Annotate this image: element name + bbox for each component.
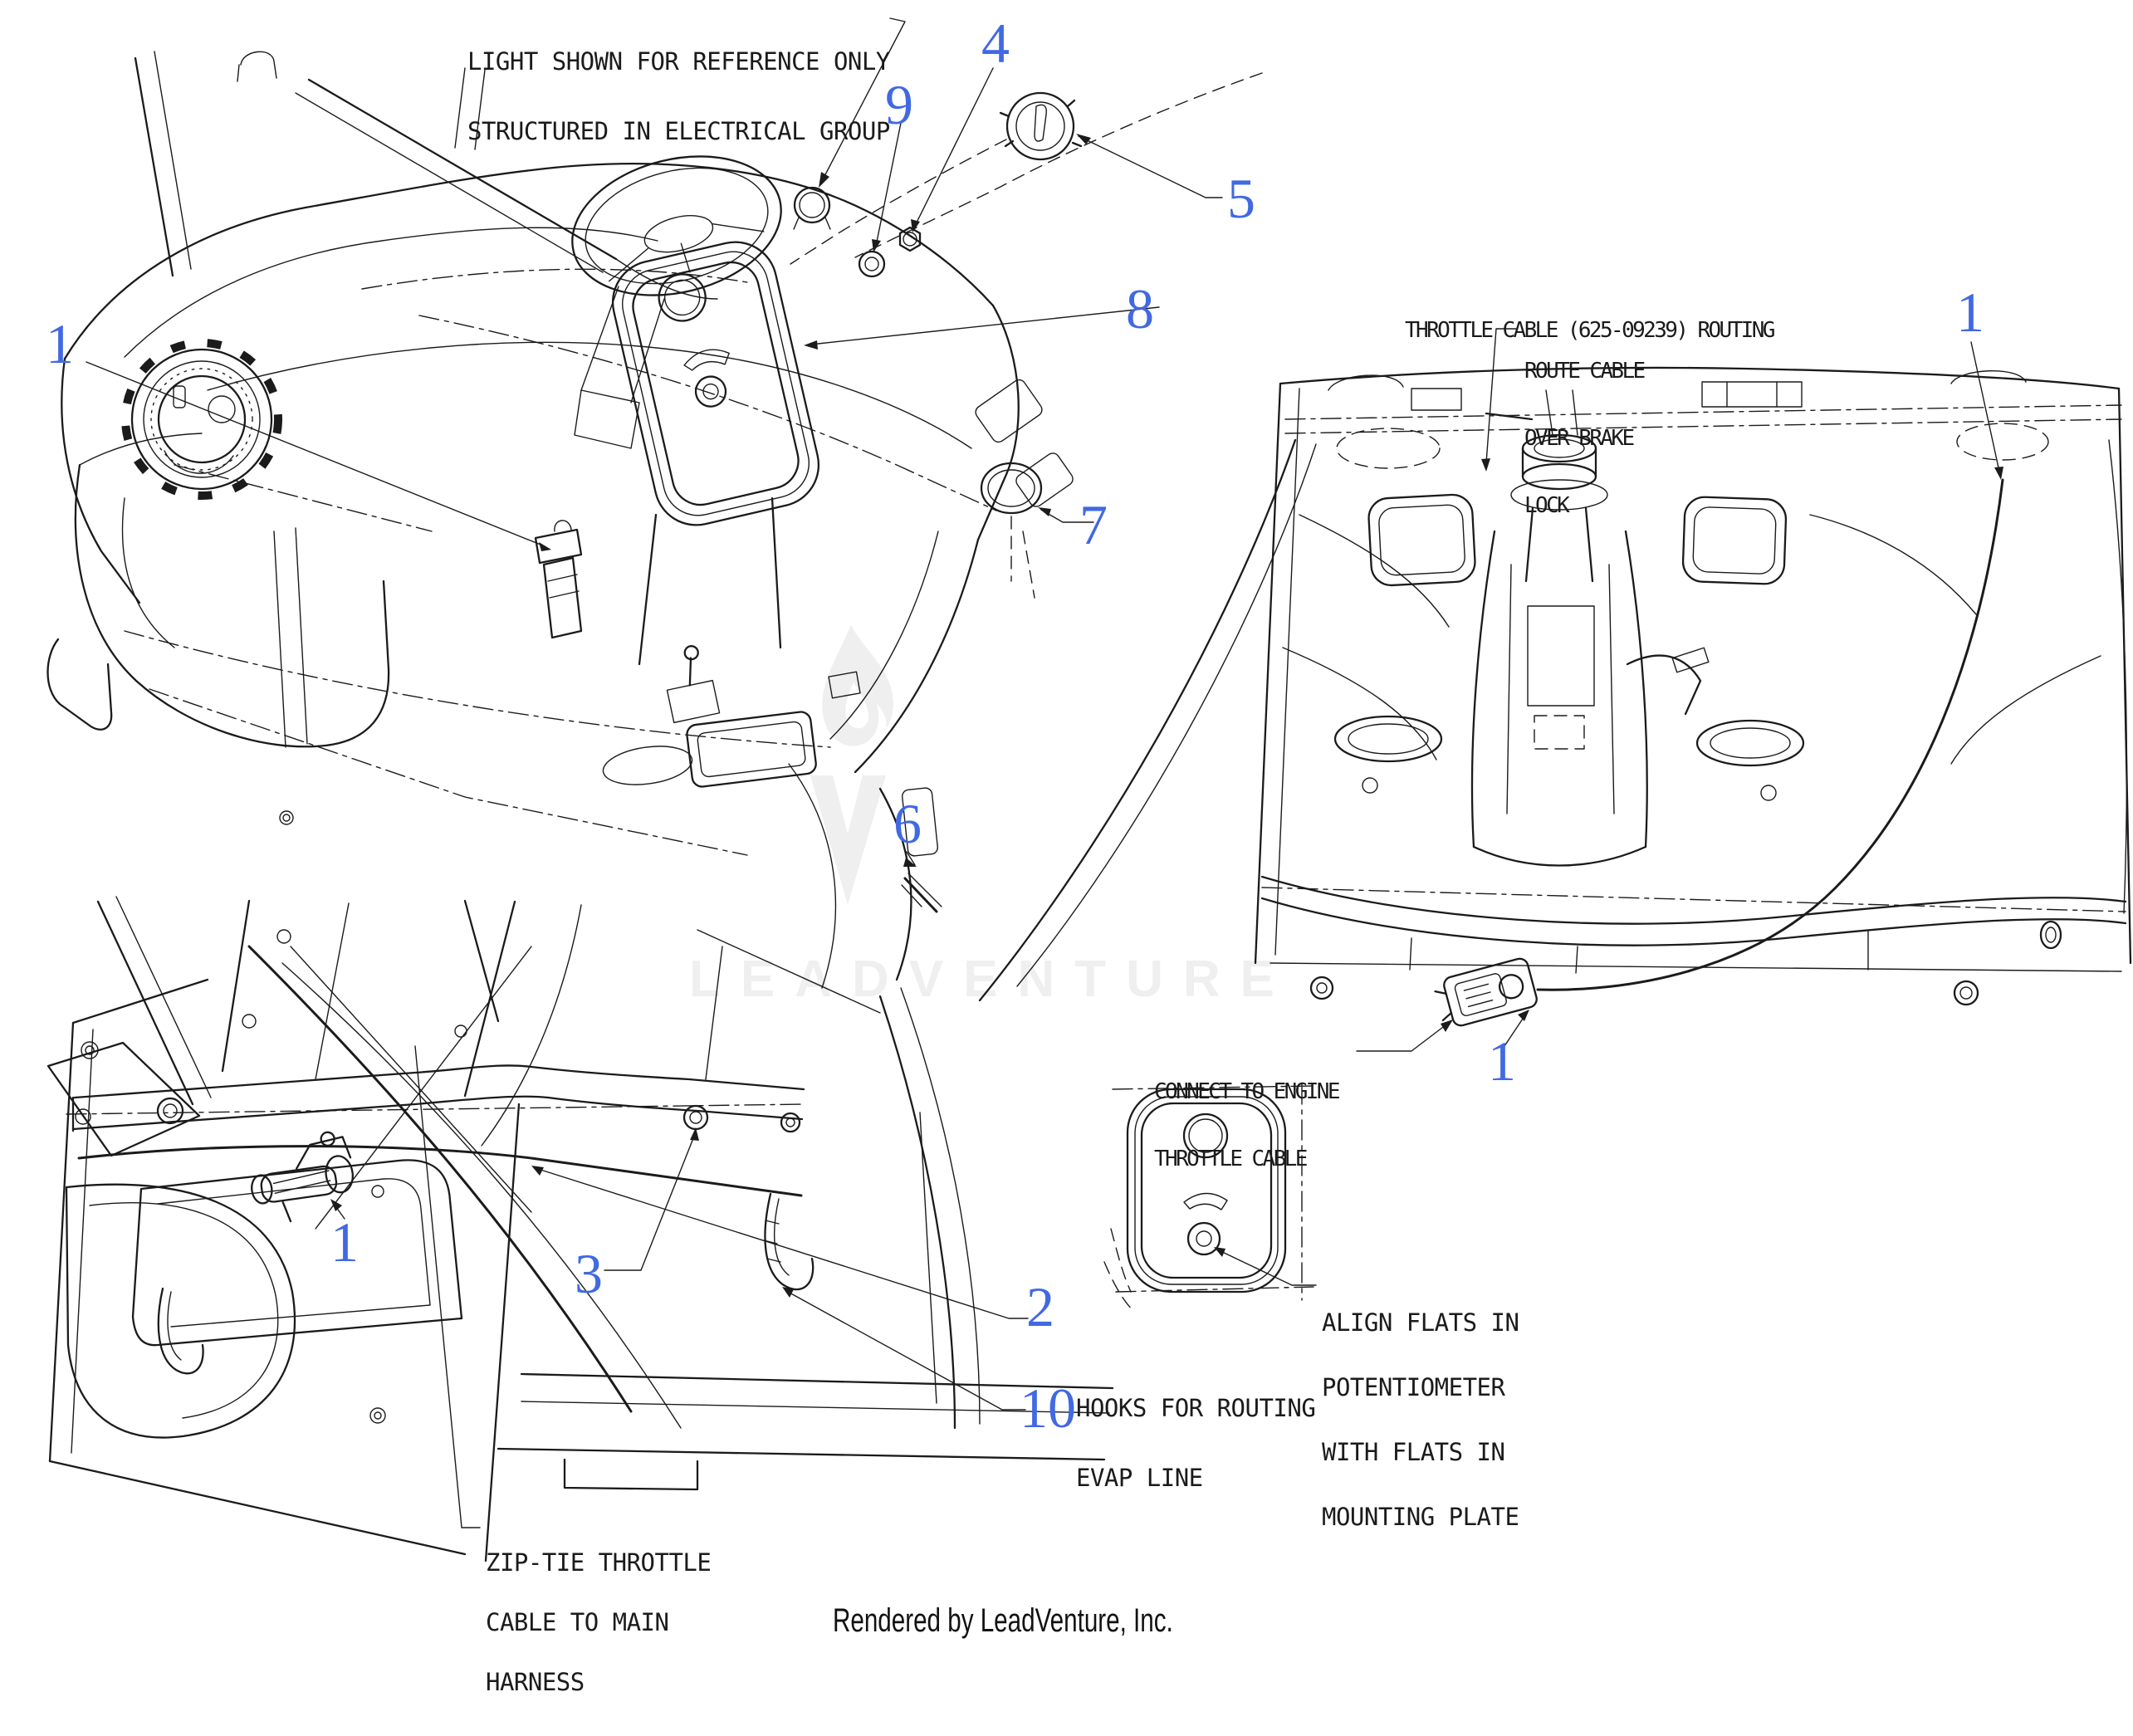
callout-8-dash-panel[interactable]: 8	[1126, 277, 1154, 340]
throttle-lever	[534, 520, 583, 639]
note-align-flats: ALIGN FLATS IN POTENTIOMETER WITH FLATS …	[1322, 1269, 1519, 1571]
part-control-cap	[999, 91, 1083, 161]
callout-9-light-washer[interactable]: 9	[885, 73, 913, 136]
note-light-reference: LIGHT SHOWN FOR REFERENCE ONLY STRUCTURE…	[467, 3, 890, 189]
engine-connector	[1434, 957, 1538, 1027]
watermark-text: LEADVENTURE	[689, 951, 1294, 1008]
callout-4-jam-nut[interactable]: 4	[981, 12, 1010, 75]
note-zip-tie: ZIP-TIE THROTTLE CABLE TO MAIN HARNESS	[486, 1513, 712, 1732]
note-connect-engine: CONNECT TO ENGINE THROTTLE CABLE	[1154, 1036, 1341, 1215]
callout-3-grommet[interactable]: 3	[575, 1242, 603, 1305]
callout-6-cable-clip[interactable]: 6	[893, 792, 922, 855]
cable-clip	[901, 873, 942, 913]
note-line: LOCK	[1524, 493, 1570, 518]
drawing-panel-inset	[1103, 1083, 1314, 1313]
note-line: LIGHT SHOWN FOR REFERENCE ONLY	[467, 47, 890, 76]
throttle-cable-lower	[77, 1145, 803, 1197]
note-line: THROTTLE CABLE	[1154, 1147, 1308, 1171]
note-line: CABLE TO MAIN	[486, 1608, 669, 1636]
note-line: EVAP LINE	[1076, 1464, 1203, 1492]
callout-10-evap-hook[interactable]: 10	[1020, 1377, 1076, 1440]
watermark-logo: LEADVENTURE	[689, 625, 1294, 1008]
callout-7-o-ring[interactable]: 7	[1079, 493, 1108, 556]
part-jam-nut	[898, 226, 922, 252]
part-o-ring	[980, 462, 1043, 515]
note-routing-title: THROTTLE CABLE (625-09239) ROUTING	[1405, 275, 1775, 387]
callout-1-throttle-control[interactable]: 1	[330, 1210, 359, 1274]
callout-2-cable-lower[interactable]: 2	[1026, 1275, 1054, 1338]
evap-hook-left	[157, 1287, 204, 1375]
callout-1-engine-connector[interactable]: 1	[1488, 1029, 1516, 1093]
callout-1-cable-upper[interactable]: 1	[1956, 281, 1984, 344]
note-line: STRUCTURED IN ELECTRICAL GROUP	[467, 117, 890, 145]
right-frame-opening	[1681, 496, 1788, 585]
note-line: ZIP-TIE THROTTLE	[486, 1548, 712, 1577]
callout-1-fuel-cap[interactable]: 1	[46, 312, 74, 375]
shifter	[666, 645, 721, 724]
v-mark-icon	[810, 775, 886, 905]
fuel-cap	[121, 339, 282, 500]
drawing-throttle-routing	[901, 366, 2132, 1027]
evap-hook-right	[763, 1192, 815, 1291]
callout-5-control-cap[interactable]: 5	[1227, 167, 1255, 230]
diagram-canvas: LEADVENTURE	[46, 17, 2132, 1562]
part-light-washer	[858, 250, 886, 278]
note-line: CONNECT TO ENGINE	[1154, 1079, 1341, 1104]
note-line: MOUNTING PLATE	[1322, 1503, 1519, 1531]
reference-light	[793, 186, 831, 230]
note-line: ROUTE CABLE	[1524, 359, 1646, 384]
flame-icon	[822, 625, 893, 746]
dash-panel	[611, 241, 820, 526]
drawing-cockpit	[46, 51, 1263, 1347]
steering-column	[1485, 389, 1608, 583]
note-route-cable: ROUTE CABLE OVER BRAKE LOCK	[1524, 315, 1646, 562]
note-line: ALIGN FLATS IN	[1322, 1308, 1519, 1337]
note-line: HARNESS	[486, 1668, 585, 1696]
note-line: WITH FLATS IN	[1322, 1438, 1505, 1466]
left-frame-opening	[1367, 493, 1476, 587]
note-line: THROTTLE CABLE (625-09239) ROUTING	[1405, 318, 1775, 343]
render-credit: Rendered by LeadVenture, Inc.	[833, 1602, 1173, 1639]
drawing-cab-rear	[48, 896, 1114, 1562]
note-line: HOOKS FOR ROUTING	[1076, 1394, 1316, 1422]
note-line: POTENTIOMETER	[1322, 1373, 1505, 1401]
parts-diagram-page: LEADVENTURE	[46, 3, 2132, 1694]
leader-lines	[86, 17, 2003, 1528]
throttle-cable	[1536, 478, 2004, 991]
steering-wheel	[571, 155, 782, 296]
note-hooks-evap: HOOKS FOR ROUTING EVAP LINE	[1076, 1350, 1316, 1536]
note-line: OVER BRAKE	[1524, 426, 1635, 451]
